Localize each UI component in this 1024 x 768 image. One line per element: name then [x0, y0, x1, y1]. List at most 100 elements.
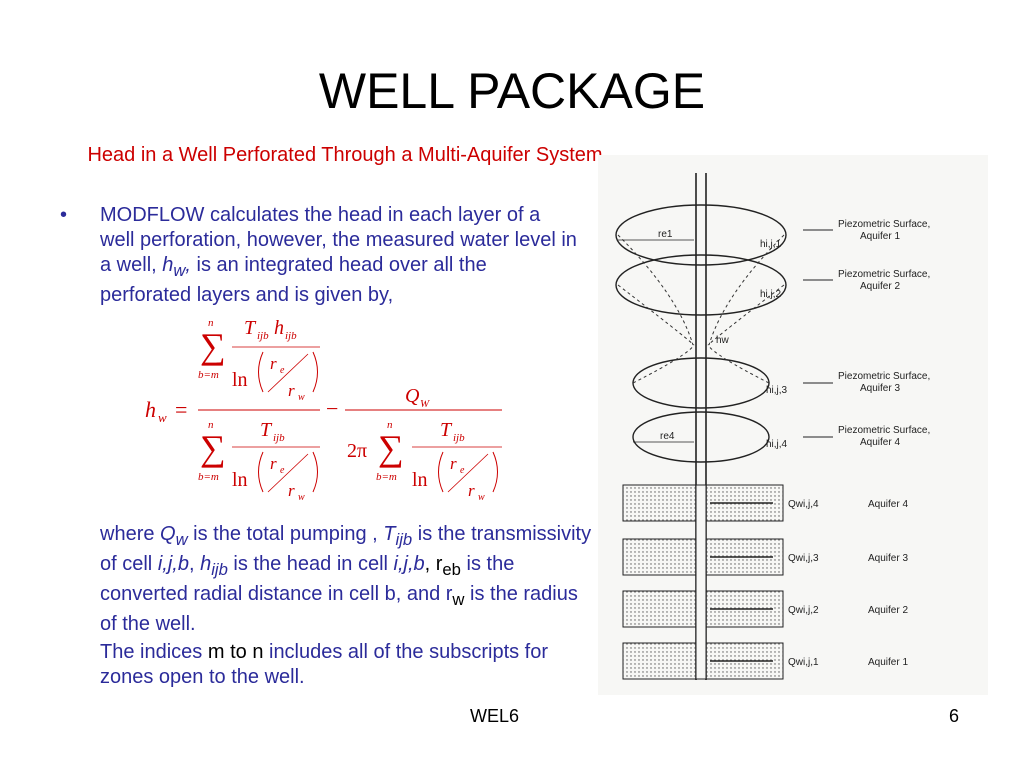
slide-title: WELL PACKAGE	[318, 63, 706, 119]
integrated-head-formula: h w = − n ∑ b=m T ijb h ijb ln r e r w n…	[145, 317, 502, 503]
bullet-text: MODFLOW calculates the head in each laye…	[100, 203, 580, 308]
den2-2pi: 2π	[347, 440, 367, 462]
reb-subscript: eb	[442, 560, 461, 579]
formula-lhs-sub: w	[158, 410, 167, 425]
where-text-7: is the radius of the well.	[100, 583, 578, 635]
bullet-text-end: is an integrated head over all the perfo…	[100, 254, 487, 306]
slide-subtitle: Head in a Well Perforated Through a Mult…	[87, 144, 603, 166]
den-T-sub: ijb	[273, 432, 285, 444]
where-text-6: is the converted radial distance in cell…	[100, 553, 515, 605]
where-comma: ,	[188, 553, 201, 575]
piezo-aquifer-1: Aquifer 1	[860, 231, 900, 242]
indices-text-2: includes all of the subscripts for zones…	[100, 641, 549, 688]
indices-paragraph: The indices m to n includes all of the s…	[100, 640, 595, 690]
layer-label-2: Aquifer 2	[868, 605, 908, 616]
layer-label-1: Aquifer 1	[868, 657, 908, 668]
den2-re: r	[450, 454, 457, 473]
t-subscript: ijb	[395, 530, 413, 549]
den2-sum-upper: n	[387, 419, 393, 431]
piezo-label-2: Piezometric Surface,	[838, 269, 930, 280]
cell-index-1: i,j,b	[157, 553, 189, 575]
den2-T: T	[440, 419, 453, 441]
den-rw-sub: w	[298, 492, 305, 503]
num-T-sub: ijb	[257, 330, 269, 342]
den-re-sub: e	[280, 465, 285, 476]
den-ln: ln	[232, 469, 248, 491]
re1-label: re1	[658, 229, 673, 240]
num2-Q-sub: W	[420, 398, 430, 410]
den2-rw-sub: w	[478, 492, 485, 503]
q1-label: Qwi,j,1	[788, 657, 819, 668]
h-subscript: ijb	[211, 560, 228, 579]
cell-index-2: i,j,b	[393, 553, 425, 575]
num-re: r	[270, 354, 277, 373]
den-sum-upper: n	[208, 419, 214, 431]
hw-label: hw	[716, 335, 730, 346]
index-to: to	[224, 641, 253, 663]
num-ln: ln	[232, 369, 248, 391]
den-sigma: ∑	[200, 428, 226, 468]
q3-label: Qwi,j,3	[788, 553, 819, 564]
piezo-aquifer-4: Aquifer 4	[860, 437, 900, 448]
where-text-4: is the head in cell	[227, 553, 394, 575]
bullet-marker: •	[60, 204, 68, 226]
definitions-paragraph: where Qw is the total pumping , Tijb is …	[100, 522, 595, 637]
q-symbol: Q	[160, 523, 176, 545]
piezo-aquifer-3: Aquifer 3	[860, 383, 900, 394]
multi-aquifer-well-diagram: re1 re4 hi,j,1 hi,j,2 hw hi,j,3 hi,j,4 P…	[598, 155, 988, 695]
num-rw-sub: w	[298, 392, 305, 403]
den-rw: r	[288, 481, 295, 500]
den2-sigma: ∑	[378, 428, 404, 468]
layer-label-4: Aquifer 4	[868, 499, 908, 510]
formula-lhs: h	[145, 397, 156, 422]
re4-label: re4	[660, 431, 675, 442]
rw-subscript: w	[452, 590, 465, 609]
indices-text-1: The indices	[100, 641, 208, 663]
h4-label: hi,j,4	[766, 439, 788, 450]
hw-subscript: w	[173, 261, 186, 280]
layer-label-3: Aquifer 3	[868, 553, 908, 564]
den-T: T	[260, 419, 273, 441]
num-sum-lower: b=m	[198, 369, 219, 381]
num-re-sub: e	[280, 365, 285, 376]
num-sum-upper: n	[208, 317, 214, 329]
where-text-2: is the total pumping ,	[187, 523, 384, 545]
num-sigma: ∑	[200, 326, 226, 366]
den-re: r	[270, 454, 277, 473]
den2-re-sub: e	[460, 465, 465, 476]
h-symbol: h	[200, 553, 212, 575]
h2-label: hi,j,2	[760, 289, 782, 300]
where-text-5: , r	[424, 553, 443, 575]
page-number: 6	[949, 706, 960, 726]
h3-label: hi,j,3	[766, 385, 788, 396]
q2-label: Qwi,j,2	[788, 605, 819, 616]
piezo-label-3: Piezometric Surface,	[838, 371, 930, 382]
hw-symbol: h	[162, 254, 174, 276]
den2-ln: ln	[412, 469, 428, 491]
footer-label: WEL6	[470, 706, 520, 726]
piezo-aquifer-2: Aquifer 2	[860, 281, 900, 292]
h1-label: hi,j,1	[760, 239, 782, 250]
q4-label: Qwi,j,4	[788, 499, 819, 510]
den2-rw: r	[468, 481, 475, 500]
piezo-label-4: Piezometric Surface,	[838, 425, 930, 436]
t-symbol: T	[383, 523, 396, 545]
bullet-text-start: MODFLOW calculates the head in each laye…	[100, 204, 577, 276]
den-sum-lower: b=m	[198, 471, 219, 483]
formula-equals: =	[175, 397, 187, 422]
where-text-3: is the transmissivity of cell	[100, 523, 592, 575]
den2-T-sub: ijb	[453, 432, 465, 444]
num-rw: r	[288, 381, 295, 400]
den2-sum-lower: b=m	[376, 471, 397, 483]
num-T: T	[244, 317, 257, 339]
formula-minus: −	[326, 396, 338, 421]
num-h-sub: ijb	[285, 330, 297, 342]
q-subscript: w	[175, 530, 188, 549]
where-text-1: where	[100, 523, 161, 545]
num-h: h	[274, 317, 284, 339]
index-n: n	[252, 641, 264, 663]
piezo-label-1: Piezometric Surface,	[838, 219, 930, 230]
index-m: m	[207, 641, 225, 663]
hw-comma: ,	[185, 254, 191, 276]
num2-Q: Q	[405, 385, 420, 407]
